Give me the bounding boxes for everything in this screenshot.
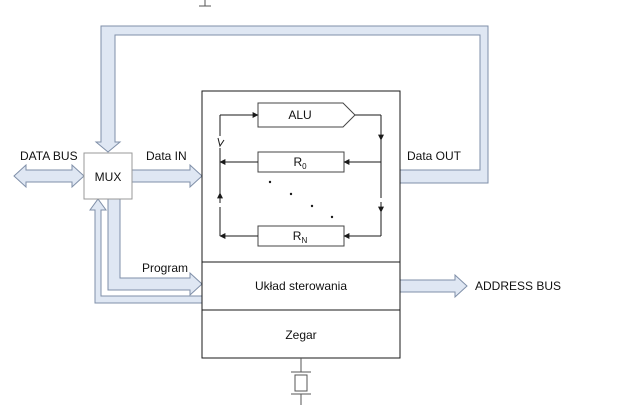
data-out-label: Data OUT [407, 149, 462, 163]
top-stub [199, 0, 211, 7]
data-bus-arrow [13, 163, 85, 189]
address-bus-label: ADDRESS BUS [475, 279, 561, 293]
control-unit-label: Układ sterowania [255, 279, 347, 293]
cpu-box [201, 90, 401, 359]
data-bus-label: DATA BUS [20, 149, 78, 163]
internal-datapath [217, 112, 384, 239]
mux-label: MUX [95, 170, 122, 184]
data-in-label: Data IN [146, 149, 187, 163]
data-in-arrow [131, 163, 203, 189]
alu-label: ALU [288, 108, 311, 122]
register-ellipsis [268, 180, 334, 219]
loop-arrow-indicator [217, 137, 225, 148]
data-out-feedback-bus [94, 25, 489, 184]
register-r0-label: R0 [293, 155, 307, 171]
alu-block [257, 102, 356, 128]
mux-box [83, 152, 133, 200]
clock-label: Zegar [285, 328, 316, 342]
control-return-arrow [89, 198, 203, 304]
program-label: Program [142, 261, 188, 275]
register-rn-label: RN [293, 229, 308, 245]
address-bus-arrow [399, 273, 468, 299]
program-arrow [107, 198, 203, 297]
crystal-icon [291, 358, 311, 405]
